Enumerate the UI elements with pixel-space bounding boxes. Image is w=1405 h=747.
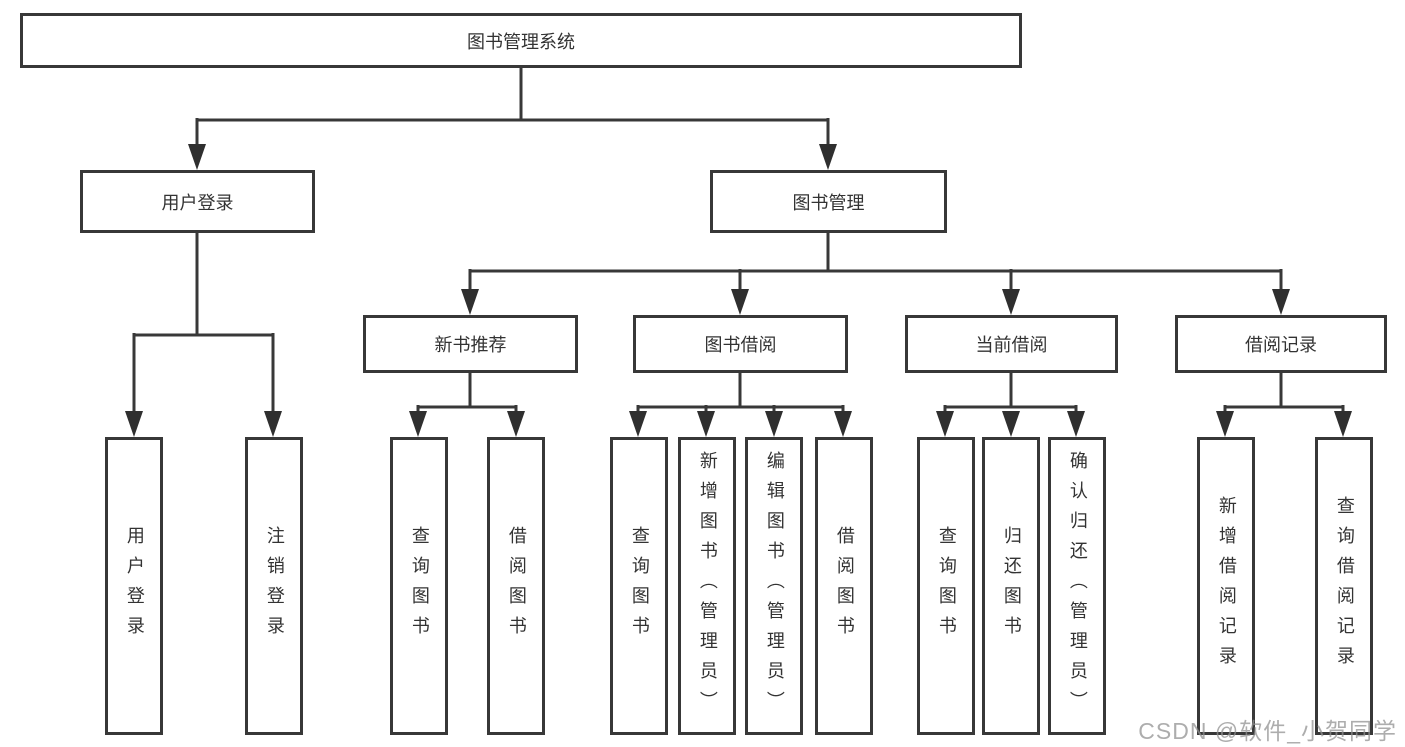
leaf-label: 归还图书: [1001, 526, 1022, 646]
node-label: 当前借阅: [975, 335, 1048, 355]
leaf-label: 借阅图书: [506, 526, 527, 646]
leaf-search-books-3: 查询图书: [917, 437, 975, 735]
leaf-add-books-admin: 新增图书（管理员）: [678, 437, 736, 735]
leaf-label: 注销登录: [264, 526, 285, 646]
leaf-label: 查询借阅记录: [1334, 496, 1355, 676]
node-current-borrowing: 当前借阅: [905, 315, 1118, 373]
leaf-label: 查询图书: [409, 526, 430, 646]
leaf-search-borrow-record: 查询借阅记录: [1315, 437, 1373, 735]
node-label: 新书推荐: [434, 335, 507, 355]
leaf-edit-books-admin: 编辑图书（管理员）: [745, 437, 803, 735]
leaf-search-books: 查询图书: [390, 437, 448, 735]
leaf-label: 新增借阅记录: [1216, 496, 1237, 676]
leaf-return-books: 归还图书: [982, 437, 1040, 735]
node-label: 图书管理: [792, 192, 865, 213]
node-label: 用户登录: [161, 192, 234, 213]
leaf-label: 借阅图书: [834, 526, 855, 646]
node-new-book-recommendation: 新书推荐: [363, 315, 578, 373]
node-label: 图书借阅: [704, 335, 777, 355]
arrowheads: [125, 144, 1352, 437]
leaf-label: 确认归还（管理员）: [1067, 451, 1088, 721]
node-borrowing-records: 借阅记录: [1175, 315, 1387, 373]
node-book-borrowing: 图书借阅: [633, 315, 848, 373]
leaf-label: 查询图书: [629, 526, 650, 646]
leaf-user-login: 用户登录: [105, 437, 163, 735]
leaf-confirm-return-admin: 确认归还（管理员）: [1048, 437, 1106, 735]
node-label: 借阅记录: [1245, 335, 1317, 355]
leaf-borrow-books: 借阅图书: [487, 437, 545, 735]
leaf-label: 查询图书: [936, 526, 957, 646]
leaf-add-borrow-record: 新增借阅记录: [1197, 437, 1255, 735]
leaf-label: 新增图书（管理员）: [697, 451, 718, 721]
leaf-label: 用户登录: [124, 526, 145, 646]
watermark-text: CSDN @软件_小贺同学: [1138, 718, 1397, 744]
node-label: 图书管理系统: [467, 31, 575, 52]
leaf-label: 编辑图书（管理员）: [764, 451, 785, 721]
node-user-login: 用户登录: [80, 170, 315, 233]
node-book-management: 图书管理: [710, 170, 947, 233]
node-book-management-system: 图书管理系统: [20, 13, 1022, 68]
leaf-logout: 注销登录: [245, 437, 303, 735]
leaf-borrow-books-2: 借阅图书: [815, 437, 873, 735]
leaf-search-books-2: 查询图书: [610, 437, 668, 735]
